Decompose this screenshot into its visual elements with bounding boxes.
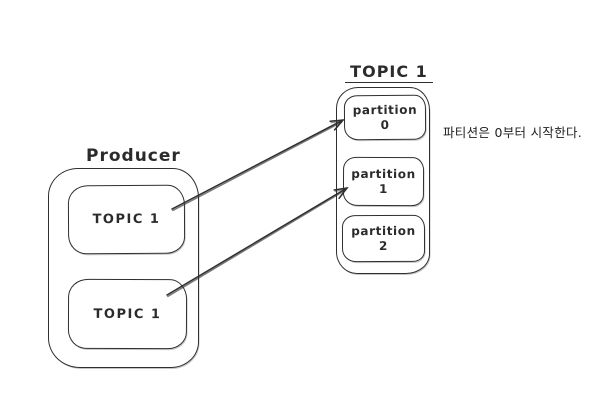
- producer-title: Producer: [86, 146, 181, 166]
- partition-box-2: partition 2: [341, 214, 426, 263]
- producer-topic-box-2: TOPIC 1: [67, 278, 188, 350]
- producer-topic-box-2-label: TOPIC 1: [93, 306, 162, 322]
- producer-topic-box-1-label: TOPIC 1: [92, 211, 161, 228]
- partition-2-number: 2: [379, 238, 389, 253]
- producer-topic-box-1: TOPIC 1: [67, 184, 186, 255]
- partition-box-1: partition 1: [342, 156, 425, 207]
- partition-box-0: partition 0: [343, 94, 427, 141]
- partition-0-label: partition: [352, 102, 418, 117]
- partition-1-label: partition: [351, 166, 416, 181]
- partition-0-number: 0: [380, 117, 390, 132]
- partition-1-number: 1: [378, 181, 388, 196]
- partition-note-text: 파티션은 0부터 시작한다.: [443, 125, 583, 140]
- topic-title: TOPIC 1: [345, 62, 433, 83]
- partition-2-label: partition: [351, 223, 416, 238]
